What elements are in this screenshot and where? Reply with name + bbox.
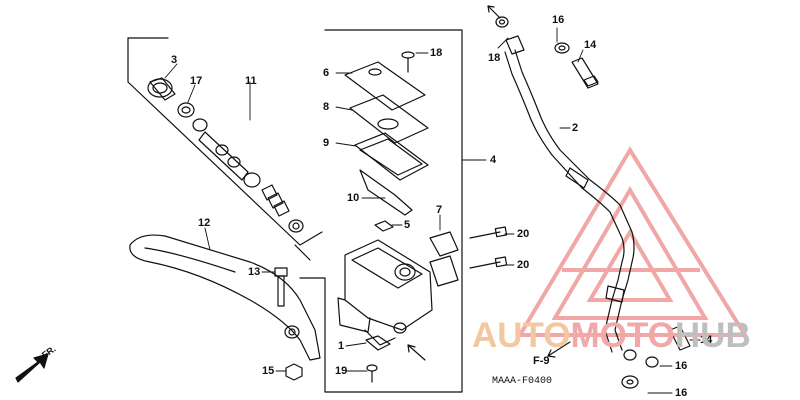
callout-19: 19 — [335, 365, 348, 377]
callout-2: 2 — [572, 122, 579, 134]
leader-lines — [164, 27, 701, 394]
callout-11: 11 — [245, 75, 257, 87]
diagram-code: MAAA-F0400 — [492, 376, 553, 387]
watermark-hub: HUB — [674, 316, 751, 355]
callout-6: 6 — [323, 67, 330, 79]
watermark-moto: MOTO — [570, 316, 675, 355]
switch-screw — [366, 364, 378, 383]
callout-5: 5 — [404, 219, 411, 231]
direction-arrow — [15, 353, 49, 383]
callout-18-top: 18 — [430, 47, 443, 59]
callout-12: 12 — [198, 217, 211, 229]
callout-3: 3 — [171, 54, 178, 66]
callout-7: 7 — [436, 204, 443, 216]
watermark-text: AUTOMOTOHUB — [472, 318, 751, 353]
master-cylinder-body — [337, 239, 433, 346]
watermark-auto: AUTO — [472, 316, 571, 355]
callout-13: 13 — [248, 266, 261, 278]
holder — [429, 231, 459, 287]
callout-15: 15 — [262, 365, 275, 377]
callout-10: 10 — [347, 192, 360, 204]
callout-18-hose: 18 — [488, 52, 501, 64]
brake-hose — [495, 16, 639, 389]
callout-1: 1 — [338, 340, 345, 352]
hose-bolt-lower — [645, 325, 691, 368]
gasket — [359, 169, 413, 216]
callout-4: 4 — [490, 154, 497, 166]
callout-20-upper: 20 — [517, 228, 530, 240]
callout-16-bottom: 16 — [675, 387, 688, 399]
holder-bolts — [469, 226, 508, 269]
callout-14-top: 14 — [584, 39, 597, 51]
brake-lever — [129, 234, 321, 361]
diaphragm — [354, 132, 429, 181]
clip-5 — [374, 220, 394, 232]
bracket-11 — [127, 37, 323, 246]
nut-15 — [285, 363, 303, 381]
watermark-triangle — [516, 146, 749, 337]
callout-14-lower: 14 — [700, 334, 713, 346]
callout-20-lower: 20 — [517, 259, 530, 271]
pivot-bolt — [274, 267, 288, 307]
callout-16-mid: 16 — [675, 360, 688, 372]
set-plate — [349, 94, 429, 144]
bracket-4 — [299, 29, 463, 393]
piston-kit-parts — [147, 77, 304, 233]
callout-17: 17 — [190, 75, 203, 87]
callout-8: 8 — [323, 101, 330, 113]
reservoir-cap — [344, 61, 426, 111]
page-reference: F-9 — [533, 355, 550, 367]
brake-switch — [365, 335, 391, 351]
callout-16-top: 16 — [552, 14, 565, 26]
callout-9: 9 — [323, 137, 330, 149]
hose-bolt-upper — [554, 42, 599, 89]
cap-screw — [401, 51, 415, 73]
